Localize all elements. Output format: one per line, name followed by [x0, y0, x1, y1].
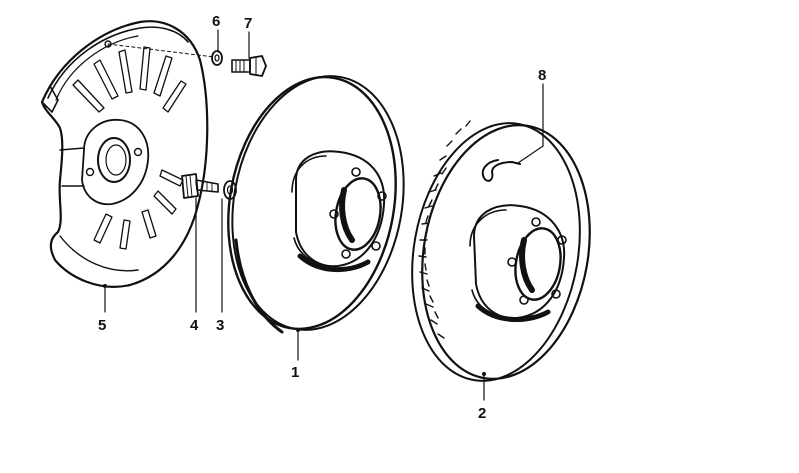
callout-5: 5 — [98, 317, 106, 334]
callout-4: 4 — [190, 317, 199, 334]
stud — [181, 173, 219, 199]
washer-top — [211, 50, 223, 66]
solid-brake-disc — [227, 75, 405, 334]
callout-8: 8 — [538, 67, 546, 84]
leader-dots — [103, 284, 486, 376]
callout-7: 7 — [244, 15, 252, 32]
dust-shield — [40, 20, 209, 288]
wear-indicator-clip — [481, 159, 521, 182]
callout-1: 1 — [291, 364, 299, 381]
bolt — [231, 55, 267, 77]
vented-brake-disc — [411, 120, 591, 382]
callout-6: 6 — [212, 13, 220, 30]
callout-3: 3 — [216, 317, 224, 334]
callout-2: 2 — [478, 405, 486, 422]
dust-shield-vent-slots — [72, 46, 187, 250]
leader-lines — [104, 29, 544, 401]
vent-fins — [418, 120, 471, 339]
alignment-dash-line — [107, 43, 215, 58]
